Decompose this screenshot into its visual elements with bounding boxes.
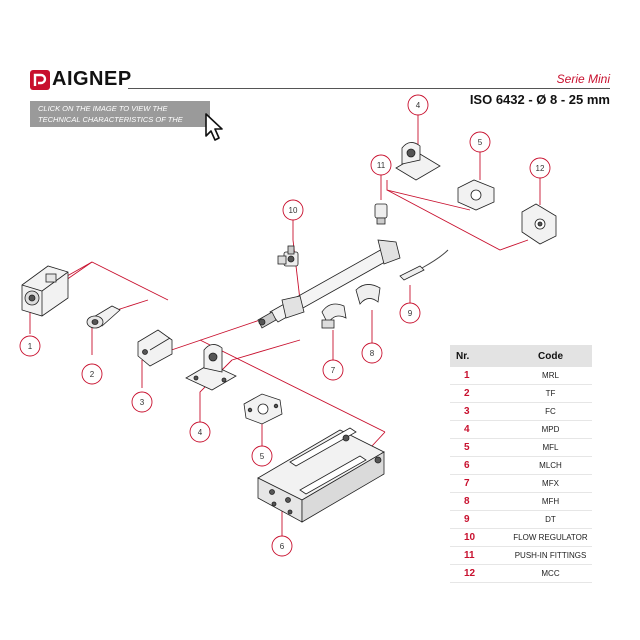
part-foot-bracket-lower[interactable] bbox=[185, 344, 237, 391]
svg-text:1: 1 bbox=[28, 342, 33, 351]
part-flow-regulator[interactable] bbox=[277, 245, 299, 267]
row-code: TF bbox=[509, 384, 592, 403]
svg-text:12: 12 bbox=[536, 164, 545, 173]
row-nr: 1 bbox=[450, 367, 509, 385]
svg-text:4: 4 bbox=[416, 101, 421, 110]
aignep-logo-icon bbox=[30, 69, 50, 90]
part-clevis-bracket[interactable] bbox=[521, 203, 557, 245]
part-cylinder[interactable] bbox=[257, 239, 401, 329]
svg-text:5: 5 bbox=[260, 452, 265, 461]
row-code: MFL bbox=[509, 438, 592, 457]
row-nr: 5 bbox=[450, 438, 509, 457]
callout-7[interactable]: 7 bbox=[322, 359, 344, 381]
callout-5-upper[interactable]: 5 bbox=[469, 131, 491, 153]
svg-text:8: 8 bbox=[370, 349, 375, 358]
row-code: PUSH-IN FITTINGS bbox=[509, 546, 592, 565]
cursor-arrow-icon bbox=[205, 113, 223, 141]
svg-text:10: 10 bbox=[289, 206, 298, 215]
callout-3[interactable]: 3 bbox=[131, 391, 153, 413]
table-header-row: Nr. Code bbox=[450, 345, 592, 367]
row-code: MRL bbox=[509, 367, 592, 385]
callout-12[interactable]: 12 bbox=[529, 157, 551, 179]
row-code: FC bbox=[509, 402, 592, 421]
row-code: MFX bbox=[509, 474, 592, 493]
callout-1[interactable]: 1 bbox=[19, 335, 41, 357]
part-clevis[interactable] bbox=[137, 329, 173, 367]
column-header-code: Code bbox=[509, 345, 592, 367]
callout-6[interactable]: 6 bbox=[271, 535, 293, 557]
row-nr: 12 bbox=[450, 564, 509, 583]
spec-label: ISO 6432 - Ø 8 - 25 mm bbox=[469, 92, 610, 107]
svg-text:5: 5 bbox=[478, 138, 483, 147]
brand-logo[interactable]: AIGNEP bbox=[30, 68, 132, 91]
part-pivot-bracket-upper[interactable] bbox=[395, 142, 441, 181]
svg-text:4: 4 bbox=[198, 428, 203, 437]
row-nr: 3 bbox=[450, 402, 509, 421]
part-clamp-mfh[interactable] bbox=[355, 284, 381, 305]
row-code: MFH bbox=[509, 492, 592, 511]
callout-5-lower[interactable]: 5 bbox=[251, 445, 273, 467]
callout-2[interactable]: 2 bbox=[81, 363, 103, 385]
callouts: 1 2 3 4 4 5 5 6 bbox=[19, 94, 551, 557]
row-nr: 11 bbox=[450, 546, 509, 565]
row-code: DT bbox=[509, 510, 592, 529]
part-guide-unit[interactable] bbox=[257, 427, 385, 523]
callout-11[interactable]: 11 bbox=[370, 154, 392, 176]
row-nr: 10 bbox=[450, 528, 509, 547]
part-flange-lower[interactable] bbox=[243, 393, 283, 425]
column-header-nr: Nr. bbox=[450, 345, 509, 367]
callout-10[interactable]: 10 bbox=[282, 199, 304, 221]
row-nr: 7 bbox=[450, 474, 509, 493]
row-nr: 4 bbox=[450, 420, 509, 439]
row-nr: 6 bbox=[450, 456, 509, 475]
svg-text:2: 2 bbox=[90, 370, 95, 379]
row-nr: 8 bbox=[450, 492, 509, 511]
callout-9[interactable]: 9 bbox=[399, 302, 421, 324]
svg-text:11: 11 bbox=[377, 161, 386, 170]
svg-text:3: 3 bbox=[140, 398, 145, 407]
row-code: MLCH bbox=[509, 456, 592, 475]
row-nr: 2 bbox=[450, 384, 509, 403]
click-banner[interactable]: CLICK ON THE IMAGE TO VIEW THE TECHNICAL… bbox=[30, 101, 210, 135]
callout-4-upper[interactable]: 4 bbox=[407, 94, 429, 116]
callout-4-lower[interactable]: 4 bbox=[189, 421, 211, 443]
part-flange-upper[interactable] bbox=[457, 179, 495, 211]
header-divider bbox=[128, 88, 610, 89]
callout-8[interactable]: 8 bbox=[361, 342, 383, 364]
part-rear-hinge[interactable] bbox=[21, 265, 69, 317]
part-rod-eye[interactable] bbox=[86, 305, 121, 329]
svg-text:7: 7 bbox=[331, 366, 336, 375]
part-push-in-fitting[interactable] bbox=[374, 203, 388, 225]
series-label: Serie Mini bbox=[556, 72, 610, 86]
part-clamp-mfx[interactable] bbox=[321, 303, 347, 329]
row-code: FLOW REGULATOR bbox=[509, 528, 592, 547]
svg-text:6: 6 bbox=[280, 542, 285, 551]
part-sensor[interactable] bbox=[399, 249, 449, 281]
svg-text:9: 9 bbox=[408, 309, 413, 318]
row-nr: 9 bbox=[450, 510, 509, 529]
row-code: MPD bbox=[509, 420, 592, 439]
brand-name: AIGNEP bbox=[52, 68, 132, 90]
row-code: MCC bbox=[509, 564, 592, 583]
